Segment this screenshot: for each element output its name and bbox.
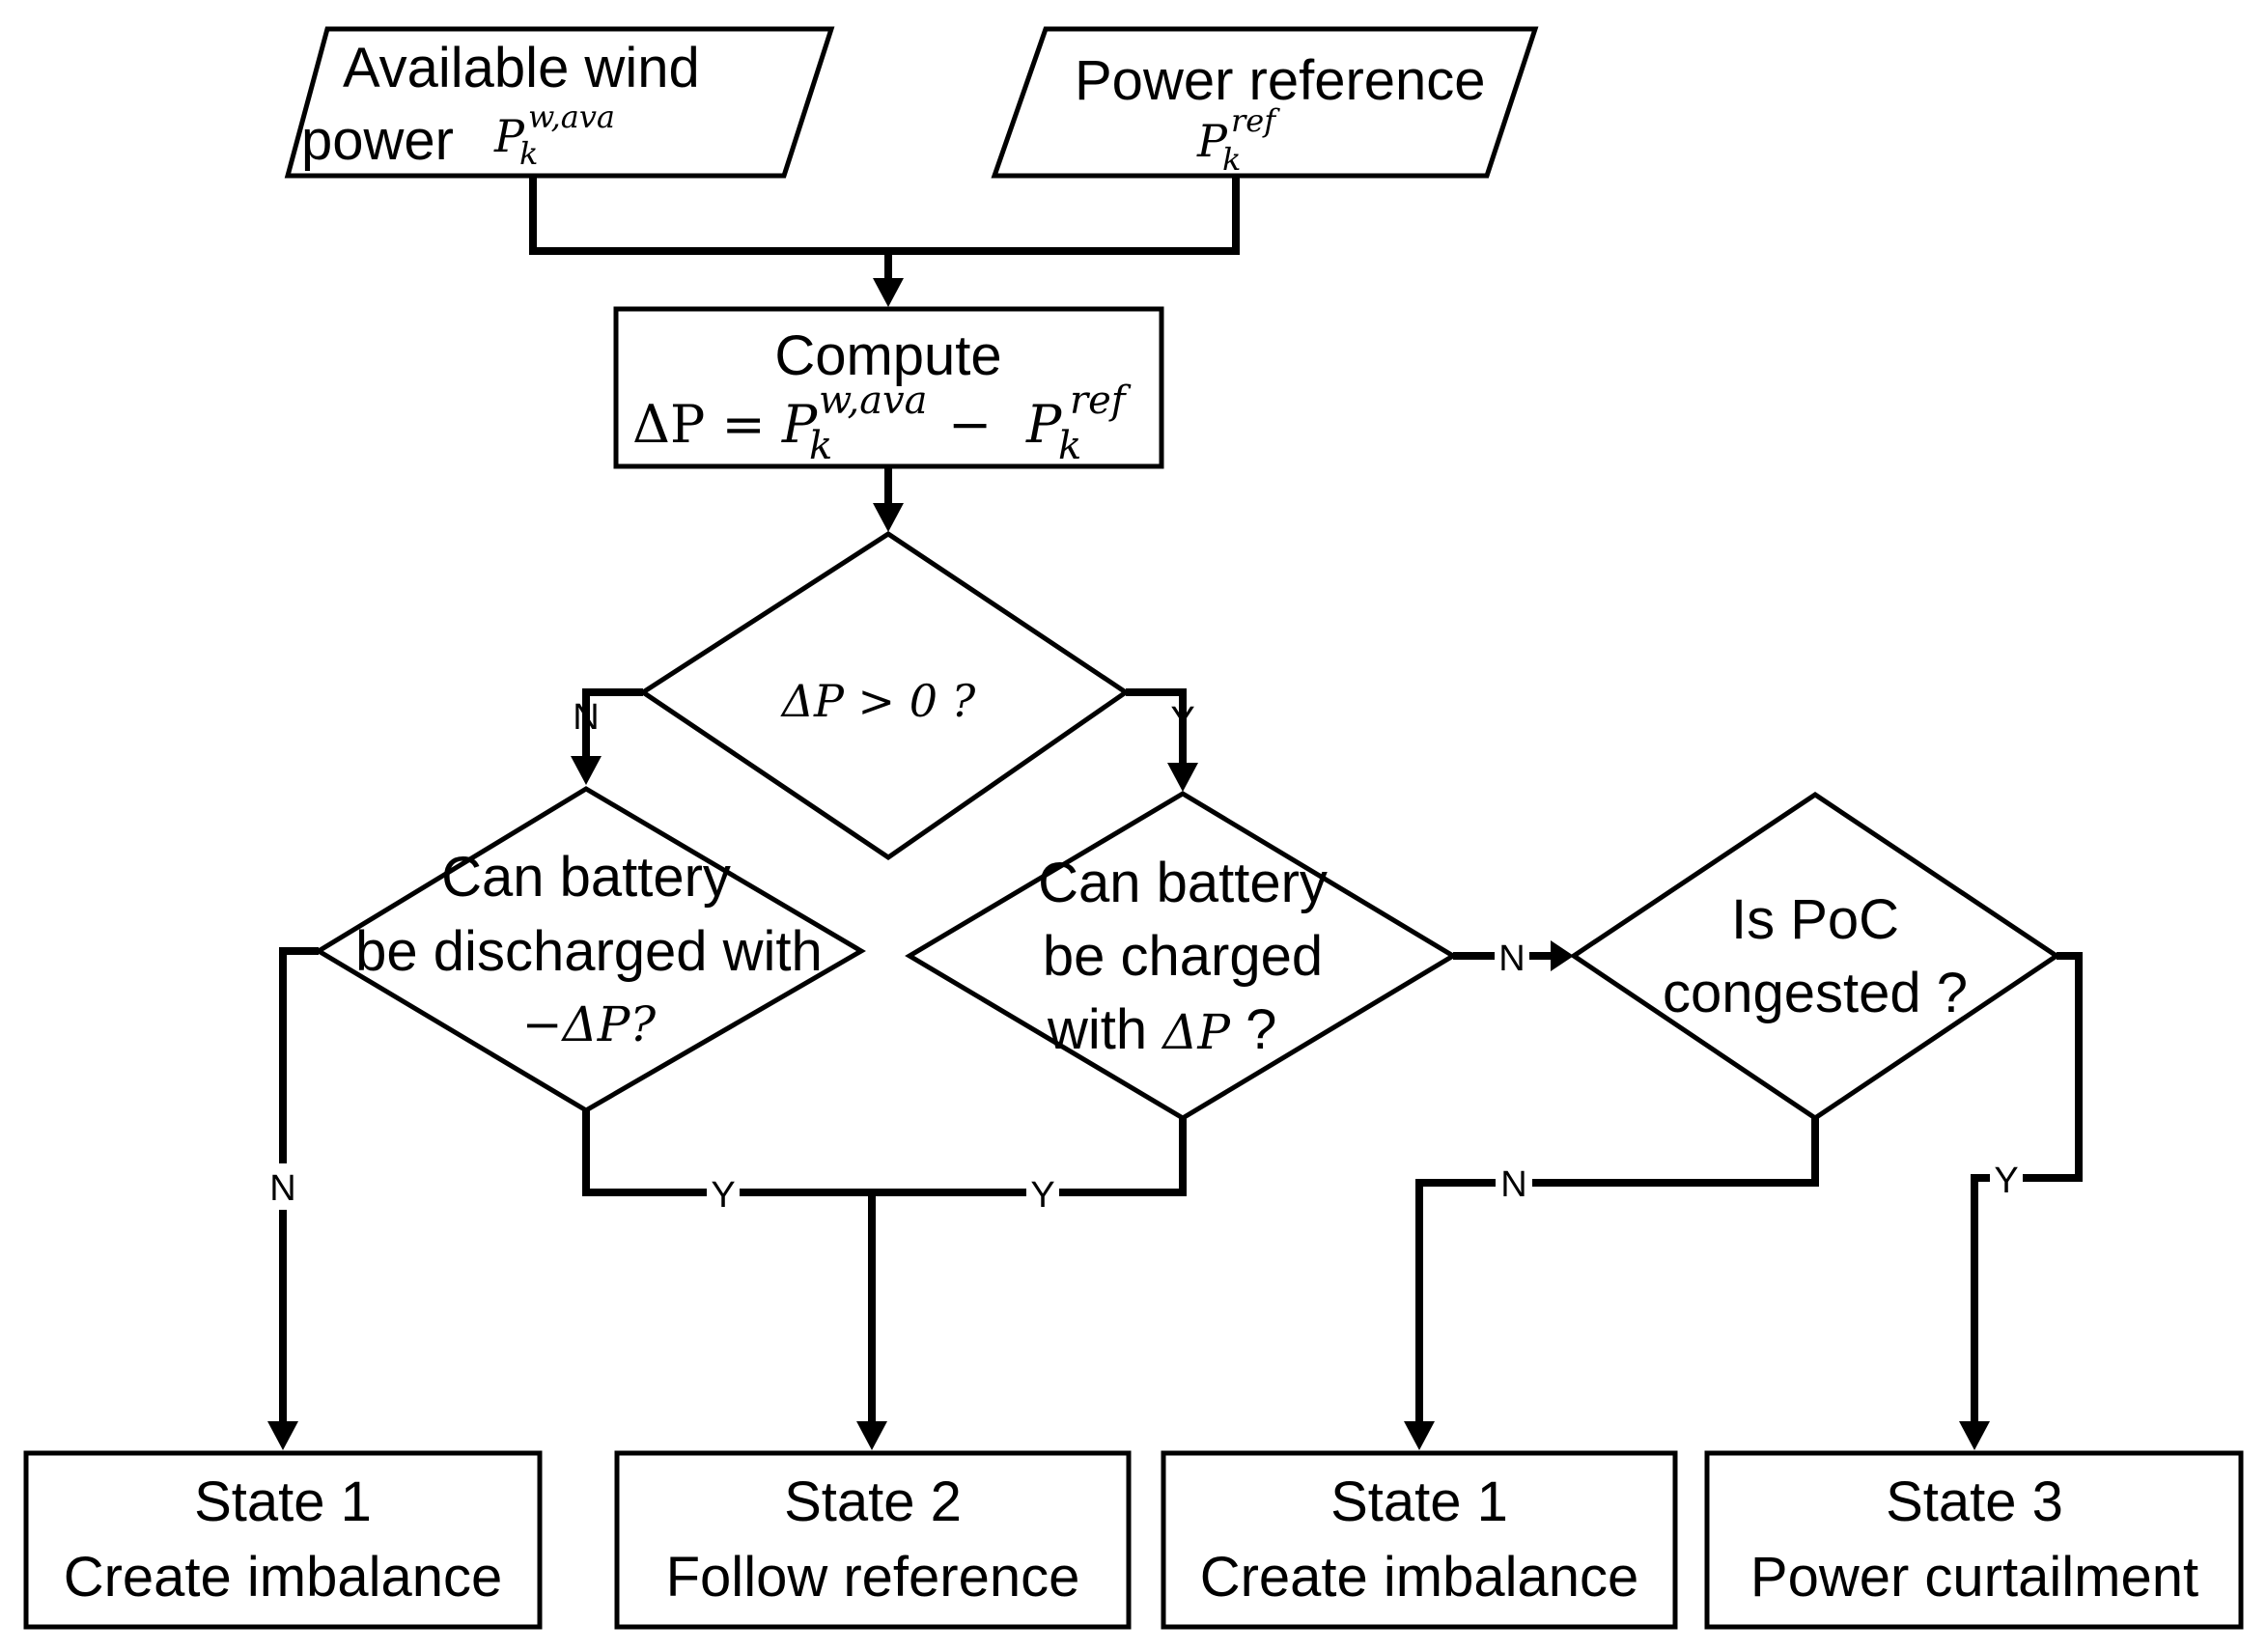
charge-line3-delta: ΔP <box>1161 1004 1231 1060</box>
label-main-no: N <box>573 697 599 738</box>
input-available-wind-power: Available wind power P w,ava k <box>284 26 835 179</box>
arrowhead-compute <box>873 278 904 307</box>
decision-main-text: ΔP > 0 ? <box>780 675 976 727</box>
state-description: Create imbalance <box>1200 1546 1639 1609</box>
poc-line1: Is PoC <box>1731 888 1899 951</box>
input-power-reference: Power reference P ref k <box>991 26 1539 179</box>
discharge-line1: Can battery <box>441 846 731 909</box>
state-description: Create imbalance <box>64 1546 503 1609</box>
connector-main-no <box>582 688 643 758</box>
state-box-3: State 3 Power curtailment <box>1704 1450 2244 1630</box>
arrowhead-state2 <box>856 1421 887 1450</box>
discharge-line3: −ΔP? <box>522 996 658 1052</box>
state-box-2: State 2 Follow reference <box>614 1450 1132 1630</box>
label-poc-no: N <box>1500 1164 1526 1205</box>
wind-label-line2: power <box>301 109 454 172</box>
arrowhead-state1-left <box>267 1421 298 1450</box>
charge-line1: Can battery <box>1038 852 1328 914</box>
decision-delta-p-positive: ΔP > 0 ? <box>638 531 1131 861</box>
decision-battery-charge: Can battery be charged with ΔP ? <box>905 791 1458 1121</box>
label-discharge-yes: Y <box>711 1175 735 1216</box>
arrowhead-charge <box>1167 763 1198 792</box>
label-bg-discharge-yes <box>707 1173 740 1214</box>
formula-p1-subscript: k <box>809 424 832 468</box>
decision-poc-congested: Is PoC congested ? <box>1569 791 2061 1122</box>
formula-p2-subscript: k <box>1058 424 1081 468</box>
ref-label-line1: Power reference <box>1075 49 1486 112</box>
connector-discharge-yes <box>582 1110 872 1196</box>
decision-battery-discharge: Can battery be discharged with −ΔP? <box>314 786 866 1113</box>
state-title: State 1 <box>194 1470 372 1533</box>
wind-label-line1: Available wind <box>343 37 700 99</box>
ref-symbol: P <box>1196 115 1228 167</box>
charge-line2: be charged <box>1043 925 1323 988</box>
poc-line2: congested ? <box>1663 962 1968 1024</box>
connector-charge-yes <box>872 1118 1187 1196</box>
state-title: State 2 <box>784 1470 962 1533</box>
formula-p1-superscript: w,ava <box>819 378 928 423</box>
state-box-1-left: State 1 Create imbalance <box>23 1450 543 1630</box>
arrowhead-state3 <box>1959 1421 1990 1450</box>
connector-main-yes <box>1126 688 1187 765</box>
formula-p2: P <box>1025 394 1063 455</box>
charge-line3-q: ? <box>1230 998 1276 1061</box>
state-description: Follow reference <box>666 1546 1080 1609</box>
formula-minus: − <box>948 394 992 455</box>
label-bg-discharge-no <box>265 1163 301 1210</box>
ref-subscript: k <box>1222 141 1241 178</box>
compute-formula: ΔP = P <box>632 394 819 455</box>
formula-p1: P <box>781 394 819 455</box>
wind-subscript: k <box>519 135 538 172</box>
wind-superscript: w,ava <box>528 98 615 135</box>
arrowhead-discharge <box>571 756 602 785</box>
arrowhead-state1-right <box>1404 1421 1435 1450</box>
state-title: State 3 <box>1886 1470 2063 1533</box>
charge-line3-with: with <box>1047 998 1162 1061</box>
compute-title: Compute <box>774 324 1001 387</box>
label-bg-poc-no <box>1496 1162 1532 1203</box>
connector-poc-no <box>1415 1118 1819 1423</box>
connector-ref-to-merge <box>888 176 1240 255</box>
label-poc-yes: Y <box>1994 1161 2018 1201</box>
arrowhead-poc <box>1551 940 1574 971</box>
ref-superscript: ref <box>1231 102 1280 139</box>
formula-p2-superscript: ref <box>1070 378 1132 423</box>
connector-wind-to-merge <box>529 176 888 255</box>
discharge-line2: be discharged with <box>355 920 823 983</box>
connector-poc-yes <box>1971 952 2083 1423</box>
label-charge-no: N <box>1498 938 1525 979</box>
label-bg-charge-yes <box>1026 1173 1059 1214</box>
compute-delta-p-box: Compute ΔP = P w,ava k − P ref k <box>613 306 1164 469</box>
connector-discharge-no <box>279 947 319 1423</box>
label-bg-poc-yes <box>1990 1159 2023 1199</box>
label-bg-charge-no <box>1495 937 1529 977</box>
formula-lhs: ΔP = <box>632 394 782 455</box>
state-box-1-right: State 1 Create imbalance <box>1161 1450 1678 1630</box>
label-charge-yes: Y <box>1030 1175 1054 1216</box>
label-main-yes: Y <box>1170 700 1194 741</box>
charge-line3: with ΔP ? <box>1047 998 1276 1061</box>
arrowhead-decision-main <box>873 503 904 532</box>
state-title: State 1 <box>1330 1470 1508 1533</box>
state-description: Power curtailment <box>1750 1546 2198 1609</box>
label-discharge-no: N <box>269 1168 295 1209</box>
wind-symbol: P <box>493 110 525 162</box>
